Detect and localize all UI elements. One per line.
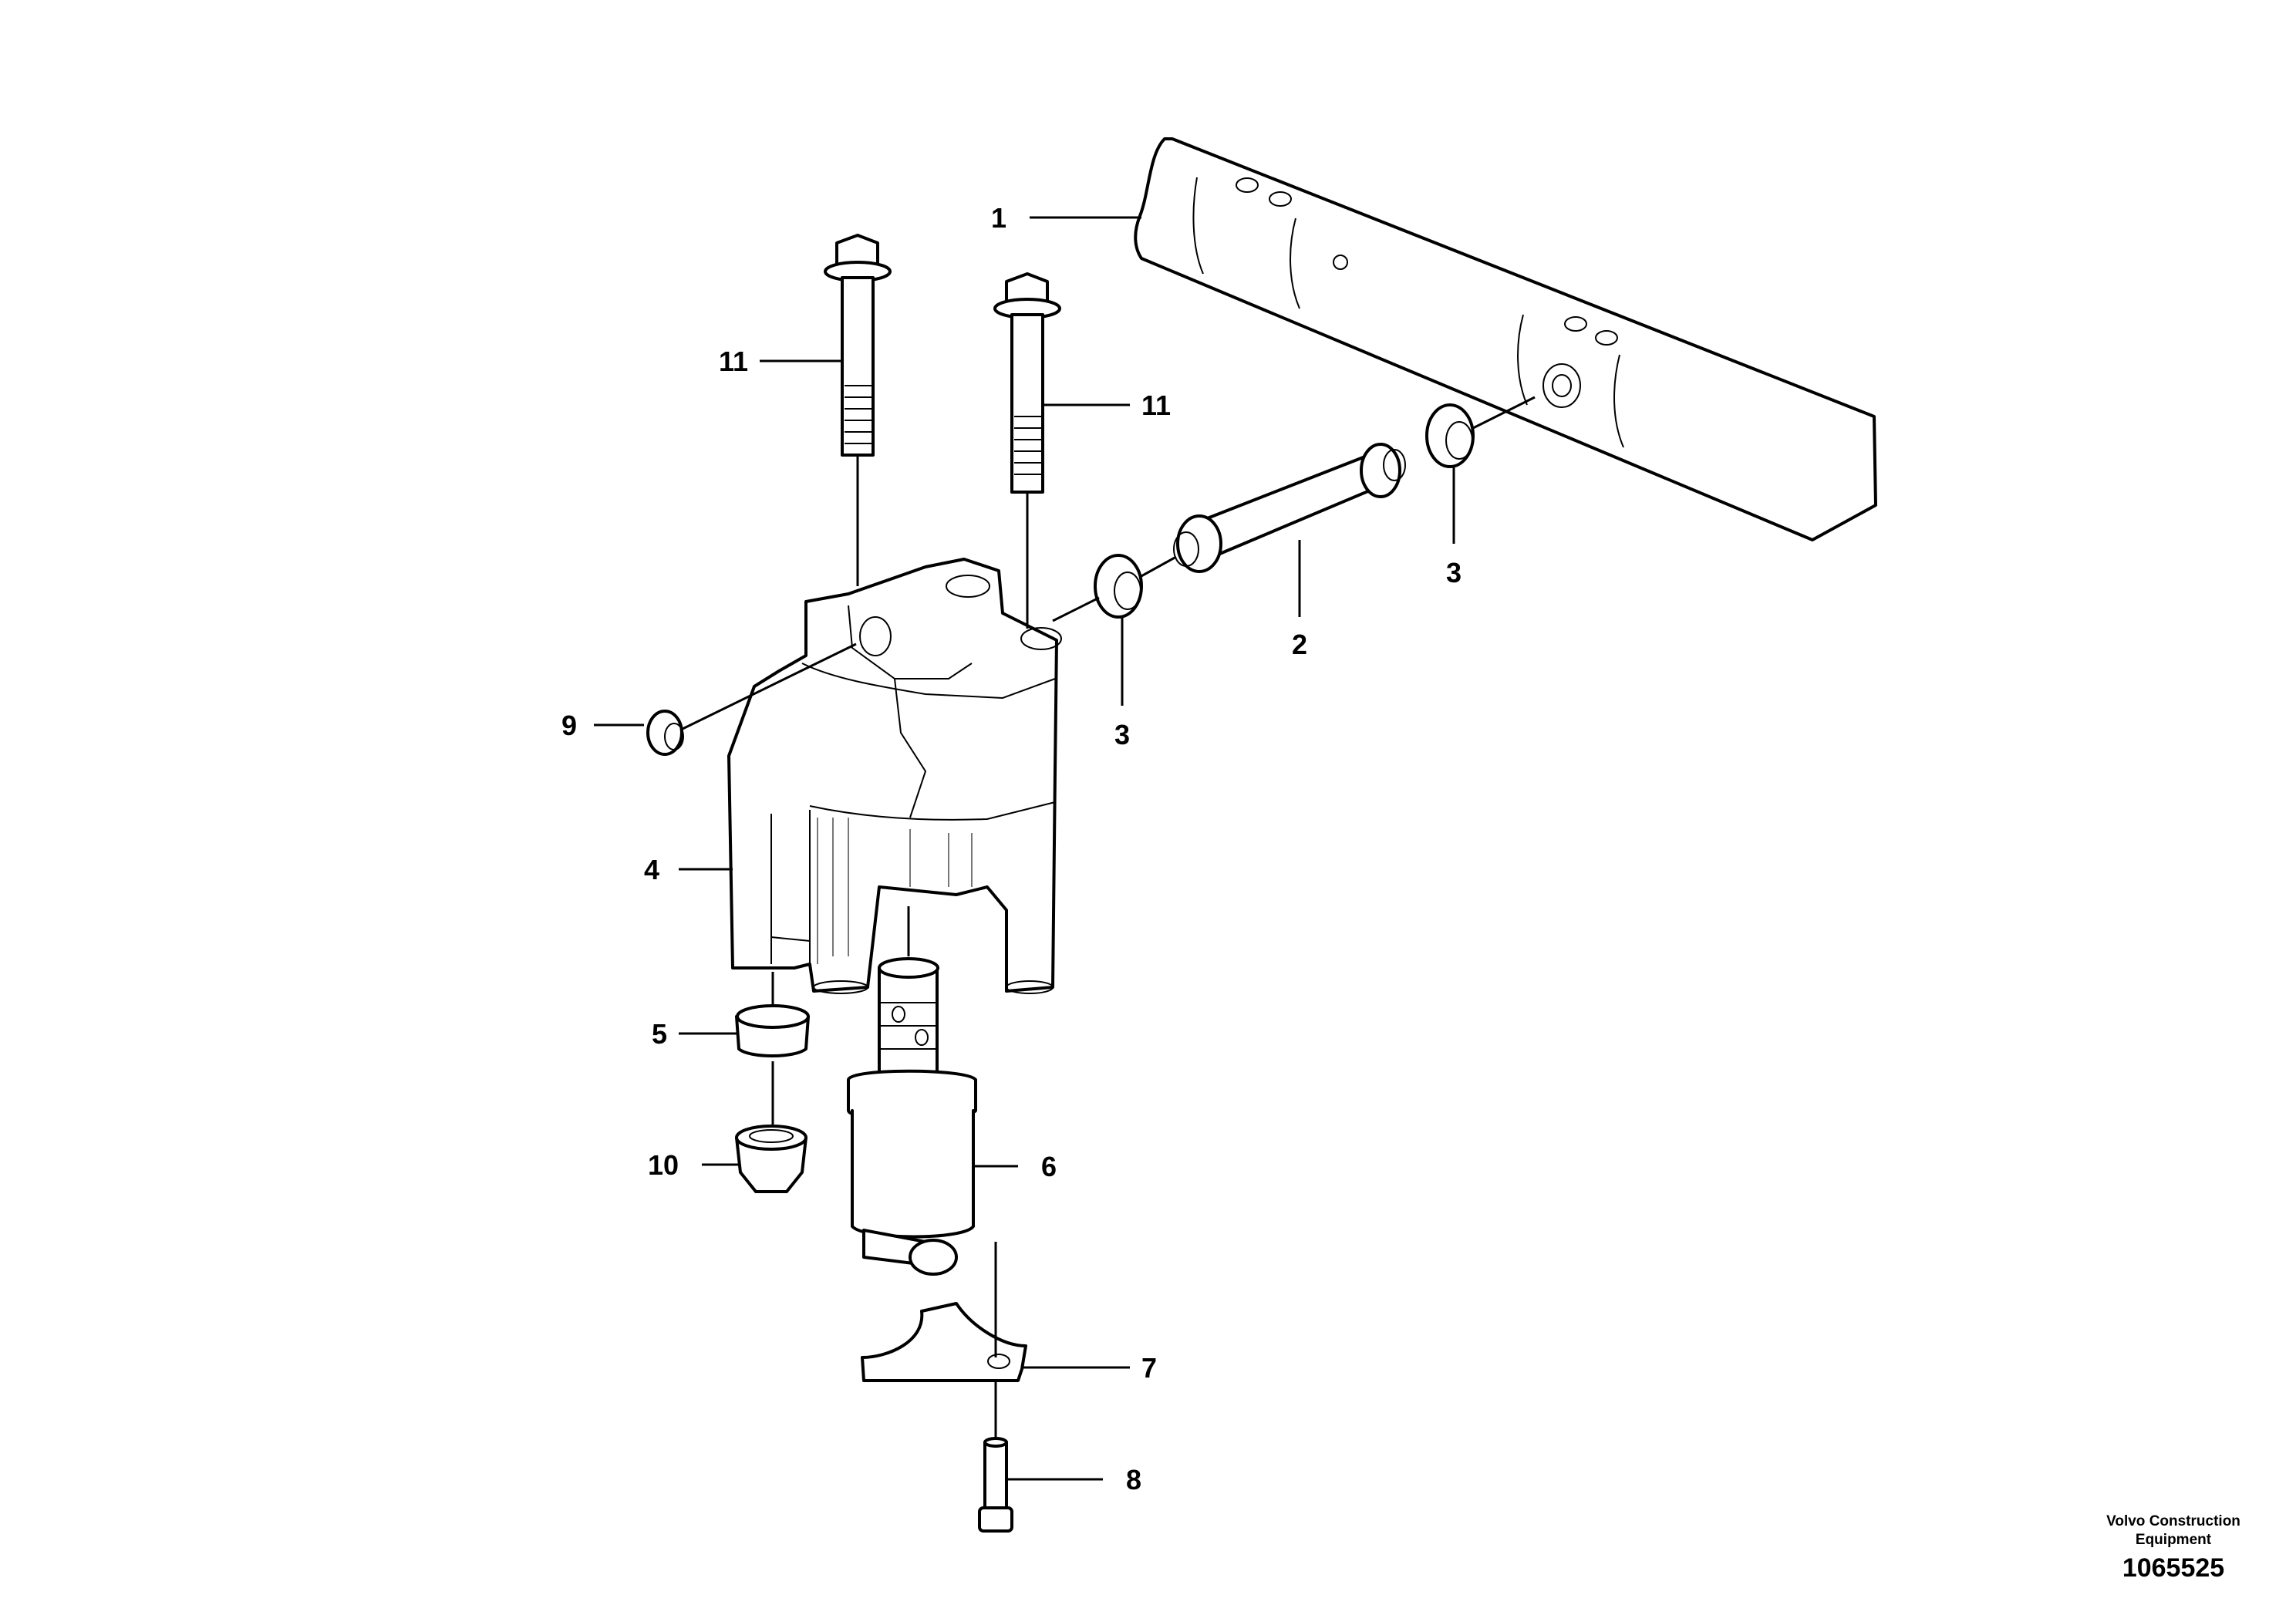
brand-line-2: Equipment bbox=[2136, 1532, 2212, 1548]
part-10-plug bbox=[735, 1125, 807, 1193]
assembly-centerlines bbox=[682, 396, 1536, 1438]
callout-labels: 1 2 3 3 4 5 6 7 8 9 10 11 11 bbox=[561, 202, 1462, 1496]
part-11-bolt-left bbox=[824, 234, 892, 457]
part-7-retaining-fork bbox=[861, 1302, 1027, 1382]
callout-8: 8 bbox=[1126, 1464, 1141, 1496]
callout-9: 9 bbox=[561, 710, 577, 741]
part-6-solenoid bbox=[847, 957, 977, 1276]
part-8-screw bbox=[978, 1437, 1013, 1533]
document-number: 1065525 bbox=[2122, 1553, 2224, 1583]
callout-5: 5 bbox=[652, 1018, 667, 1050]
part-2-tube bbox=[1173, 443, 1406, 573]
callout-3-right: 3 bbox=[1446, 557, 1462, 588]
part-11-bolt-right bbox=[993, 272, 1061, 494]
callout-2: 2 bbox=[1292, 629, 1307, 660]
callout-11-left: 11 bbox=[719, 346, 748, 377]
part-1-rail bbox=[1134, 137, 1877, 541]
callout-7: 7 bbox=[1141, 1352, 1157, 1384]
callout-11-right: 11 bbox=[1141, 389, 1171, 421]
callout-1: 1 bbox=[991, 202, 1006, 234]
callout-6: 6 bbox=[1041, 1151, 1057, 1182]
part-5-sleeve bbox=[735, 1004, 810, 1057]
callout-leaders bbox=[594, 216, 1455, 1481]
part-3-seal-ring-left bbox=[1094, 554, 1143, 619]
part-3-seal-ring-right bbox=[1425, 403, 1475, 468]
brand-line-1: Volvo Construction bbox=[2106, 1513, 2240, 1529]
callout-3-left: 3 bbox=[1114, 719, 1130, 750]
footer: Volvo Construction Equipment 1065525 bbox=[2106, 1513, 2240, 1583]
part-4-valve-housing bbox=[727, 558, 1062, 994]
callout-4: 4 bbox=[644, 854, 659, 885]
part-9-seal bbox=[646, 710, 684, 756]
callout-10: 10 bbox=[648, 1149, 679, 1181]
